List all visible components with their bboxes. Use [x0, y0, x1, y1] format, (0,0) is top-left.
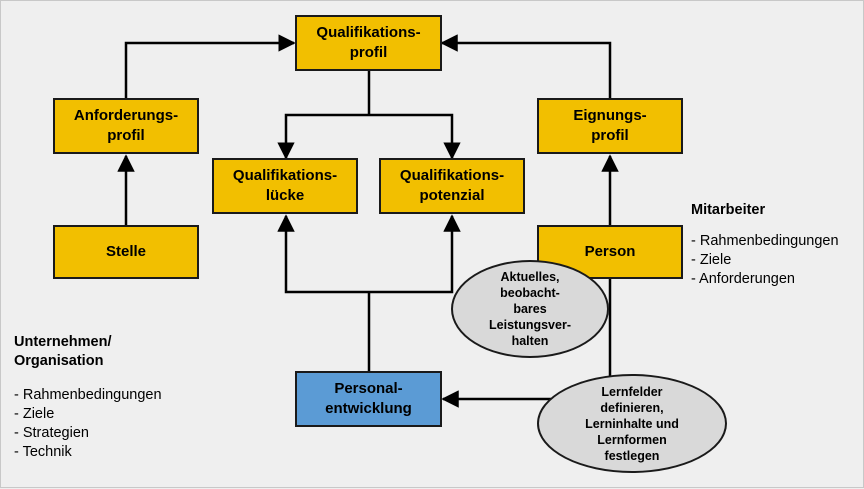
- arrow-pe-to-qualifikationsluecke: [277, 214, 369, 294]
- arrow-pe-to-qualifikationspotenzial: [369, 214, 461, 294]
- mitarbeiter-item: - Anforderungen: [691, 271, 795, 287]
- box-personalentwicklung: Personal- entwicklung: [295, 371, 442, 427]
- unternehmen-item: - Technik: [14, 444, 72, 460]
- unternehmen-item: - Rahmenbedingungen: [14, 387, 162, 403]
- unternehmen-title: Unternehmen/ Organisation: [14, 334, 112, 369]
- arrow-eignungsprofil-to-qualifikationsprofil: [440, 34, 612, 98]
- arrow-to-qualifikationsluecke: [277, 113, 369, 160]
- box-eignungsprofil: Eignungs- profil: [537, 98, 683, 154]
- mitarbeiter-title: Mitarbeiter: [691, 202, 766, 218]
- box-qualifikationsluecke: Qualifikations- lücke: [212, 158, 358, 214]
- box-qualifikationsprofil: Qualifikations- profil: [295, 15, 442, 71]
- mitarbeiter-list: - Rahmenbedingungen - Ziele - Anforderun…: [691, 232, 839, 289]
- box-stelle: Stelle: [53, 225, 199, 279]
- unternehmen-item: - Strategien: [14, 425, 89, 441]
- box-anforderungsprofil: Anforderungs- profil: [53, 98, 199, 154]
- ellipse-lernfelder: Lernfelder definieren, Lerninhalte und L…: [537, 374, 727, 473]
- unternehmen-item: - Ziele: [14, 406, 55, 422]
- mitarbeiter-item: - Rahmenbedingungen: [691, 233, 839, 249]
- mitarbeiter-item: - Ziele: [691, 252, 732, 268]
- ellipse-leistungsverhalten: Aktuelles, beobacht- bares Leistungsver-…: [451, 260, 609, 358]
- box-qualifikationspotenzial: Qualifikations- potenzial: [379, 158, 525, 214]
- arrow-to-qualifikationspotenzial: [369, 113, 461, 160]
- arrow-anforderungsprofil-to-qualifikationsprofil: [124, 34, 296, 98]
- unternehmen-list: - Rahmenbedingungen - Ziele - Strategien…: [14, 386, 162, 462]
